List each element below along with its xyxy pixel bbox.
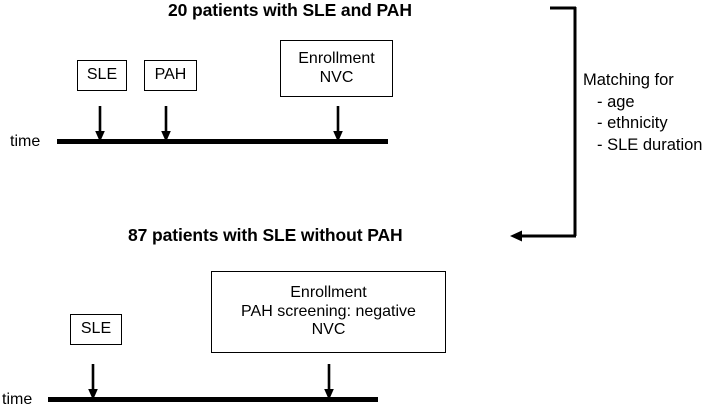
matching-criterion-ethnicity: - ethnicity — [597, 114, 668, 132]
matching-criterion-age: - age — [597, 92, 635, 111]
bottom-arrow-enrollment-icon — [323, 364, 335, 400]
top-event-box-sle-line-0: SLE — [86, 66, 118, 84]
bottom-timeline-label: time — [2, 391, 33, 407]
bottom-event-box-enrollment-line-2: NVC — [311, 321, 346, 339]
matching-heading: Matching for — [583, 71, 674, 89]
bottom-event-box-enrollment: Enrollment PAH screening: negative NVC — [211, 271, 446, 353]
matching-criterion-sle-duration: - SLE duration — [597, 135, 703, 154]
bottom-event-box-enrollment-line-1: PAH screening: negative — [241, 302, 416, 320]
bottom-arrow-sle-icon — [87, 364, 99, 400]
bottom-event-box-enrollment-line-0: Enrollment — [290, 283, 367, 301]
matching-criteria-block: Matching for - age - ethnicity - SLE dur… — [583, 70, 702, 156]
top-event-box-sle: SLE — [77, 60, 127, 91]
cohort-matching-connector-arrow-icon — [505, 0, 595, 250]
top-timeline-label: time — [10, 133, 41, 150]
top-event-box-pah: PAH — [144, 60, 197, 91]
top-arrow-pah-icon — [160, 106, 172, 142]
top-arrow-sle-icon — [94, 106, 106, 142]
top-event-box-pah-line-0: PAH — [154, 66, 187, 84]
top-arrow-enrollment-icon — [332, 106, 344, 142]
bottom-cohort-title: 87 patients with SLE without PAH — [128, 225, 403, 245]
bottom-event-box-sle: SLE — [70, 314, 122, 345]
top-event-box-enrollment: Enrollment NVC — [280, 40, 393, 97]
top-event-box-enrollment-line-0: Enrollment — [298, 49, 375, 67]
bottom-event-box-sle-line-0: SLE — [80, 320, 112, 338]
bottom-timeline-axis — [48, 397, 378, 402]
top-cohort-title: 20 patients with SLE and PAH — [168, 0, 412, 20]
top-event-box-enrollment-line-1: NVC — [319, 68, 354, 86]
top-timeline-axis — [57, 139, 388, 144]
